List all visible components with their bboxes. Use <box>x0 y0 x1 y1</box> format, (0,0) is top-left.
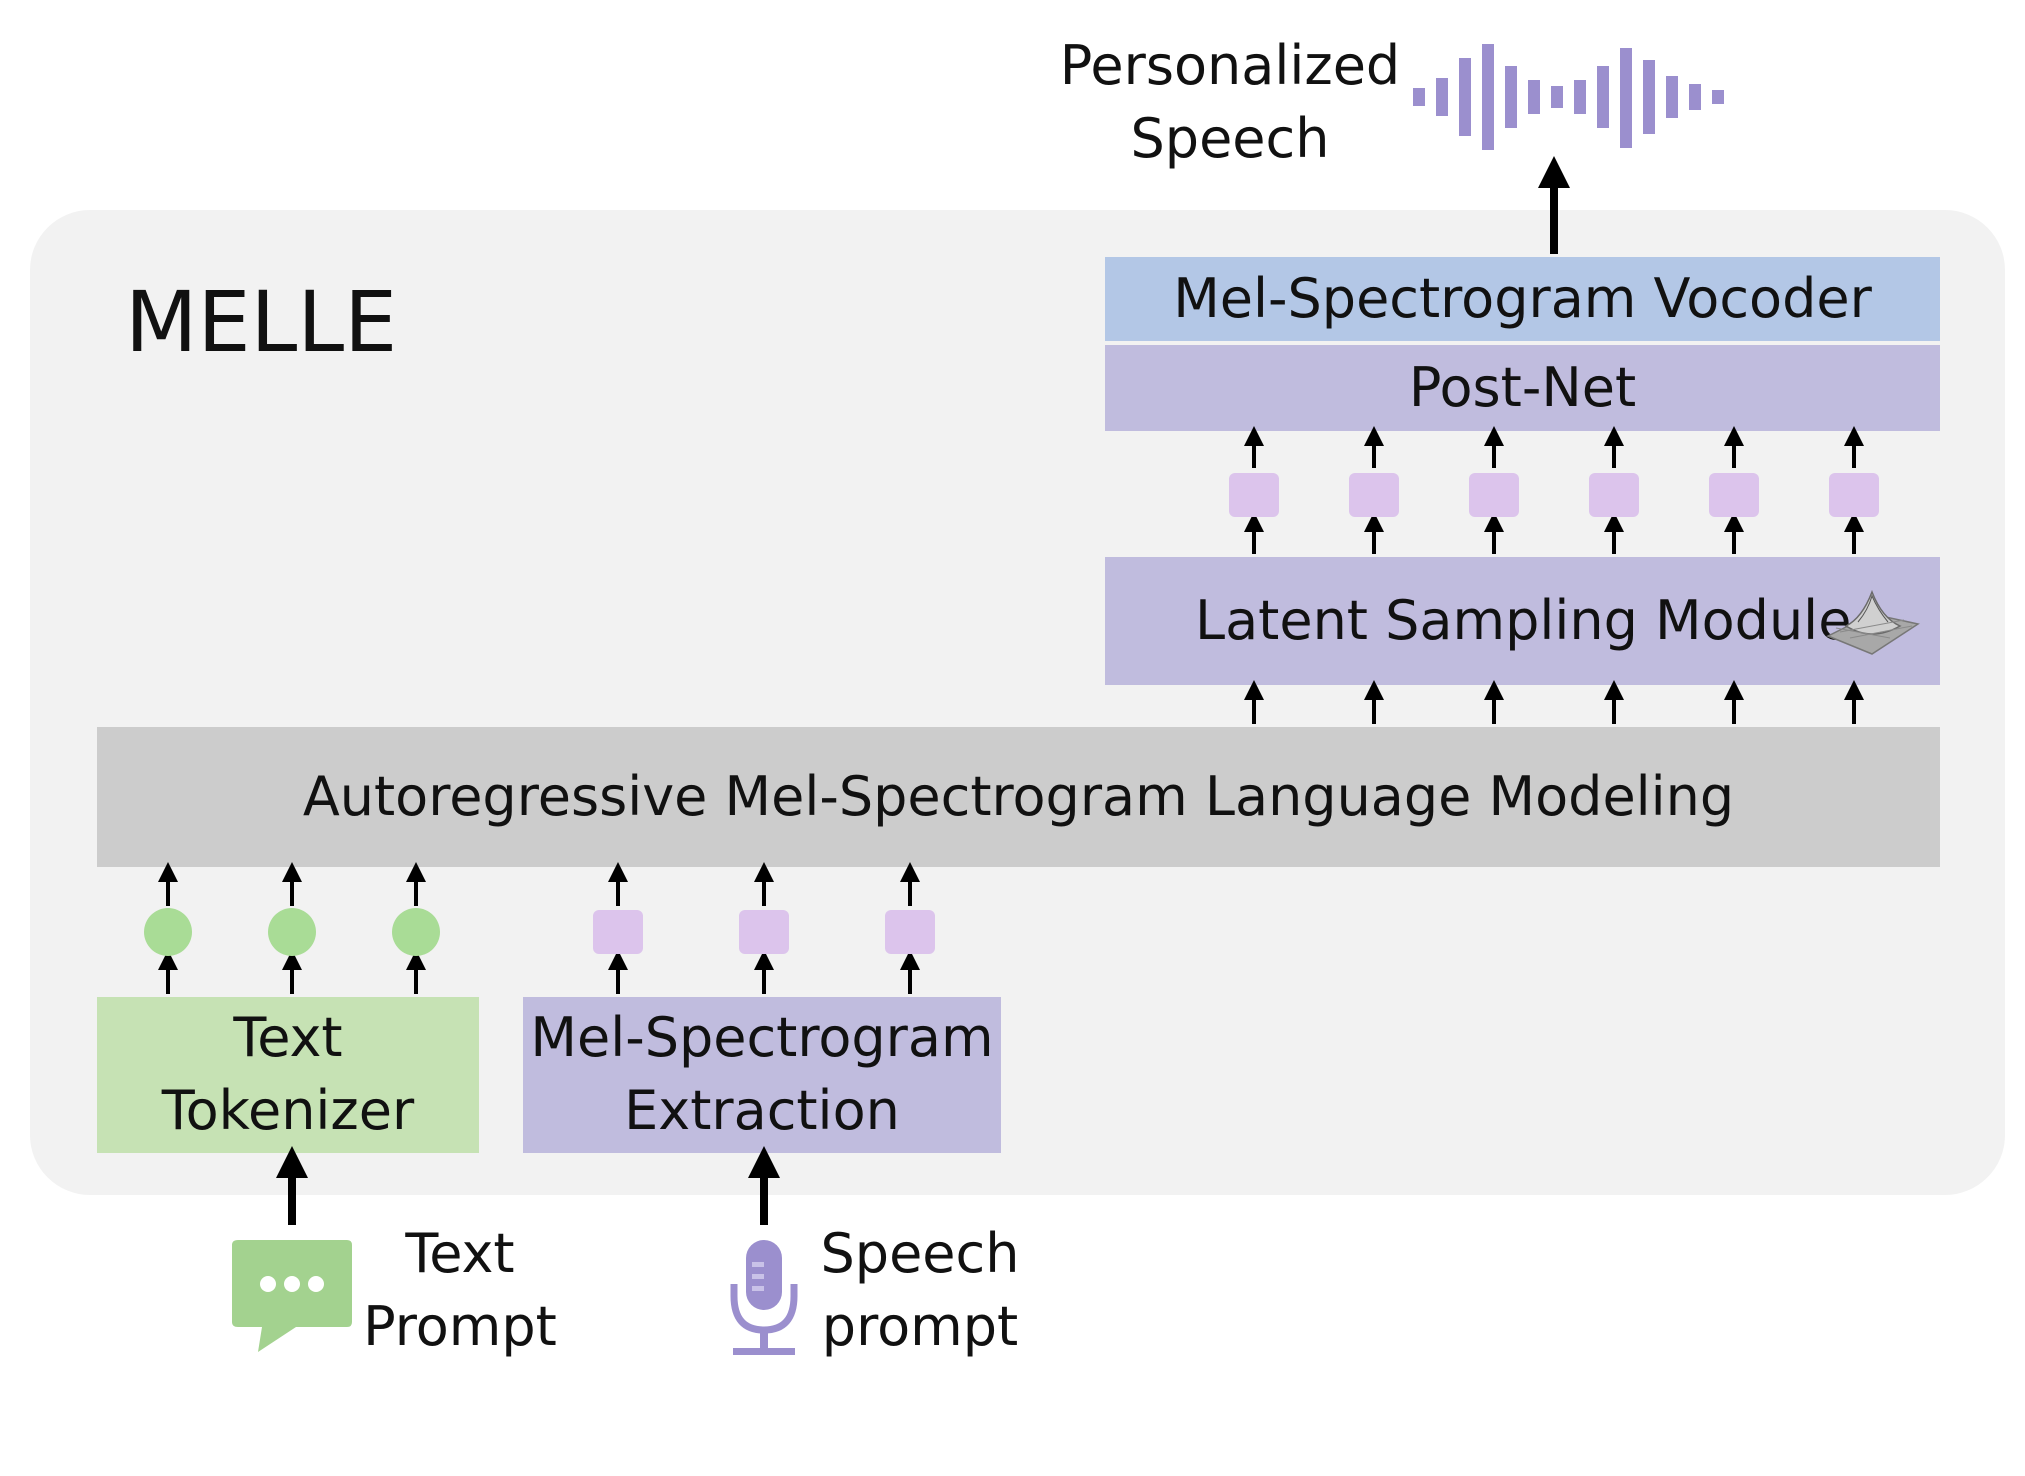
speech-prompt-line2: prompt <box>821 1294 1019 1358</box>
text-tokens <box>144 908 440 956</box>
text-prompt-line1: Text <box>405 1222 515 1285</box>
waveform-icon <box>1413 44 1724 150</box>
mel-extraction-line1: Mel-Spectrogram <box>530 1006 994 1070</box>
text-tokenizer-block: Text Tokenizer <box>97 997 479 1153</box>
language-model-block: Autoregressive Mel-Spectrogram Language … <box>97 727 1940 867</box>
text-prompt-line2: Prompt <box>363 1294 557 1358</box>
prompt-mel-tokens <box>593 910 935 954</box>
postnet-input-arrows <box>1244 426 1864 724</box>
latent-sampling-label: Latent Sampling Module <box>1195 588 1852 652</box>
latent-sampling-block: Latent Sampling Module <box>1105 557 1940 685</box>
postnet-block: Post-Net <box>1105 345 1940 431</box>
speech-prompt-label: Speech prompt <box>820 1218 1020 1364</box>
text-tokenizer-line2: Tokenizer <box>161 1079 415 1142</box>
output-label: Personalized Speech <box>1050 30 1410 176</box>
model-title: MELLE <box>125 273 398 371</box>
encoder-arrows <box>158 862 920 994</box>
output-label-line2: Speech <box>1130 106 1330 170</box>
text-tokenizer-line1: Text <box>233 1006 343 1070</box>
vocoder-block: Mel-Spectrogram Vocoder <box>1105 257 1940 341</box>
mel-extraction-line2: Extraction <box>624 1079 900 1142</box>
text-prompt-label: Text Prompt <box>360 1218 560 1364</box>
gaussian-surface-icon <box>1826 589 1920 655</box>
predicted-mel-tokens <box>1229 473 1879 517</box>
output-label-line1: Personalized <box>1059 34 1401 97</box>
chat-bubble-icon <box>232 1240 352 1352</box>
mel-extraction-block: Mel-Spectrogram Extraction <box>523 997 1001 1153</box>
microphone-icon <box>730 1240 798 1355</box>
speech-prompt-line1: Speech <box>820 1222 1020 1285</box>
